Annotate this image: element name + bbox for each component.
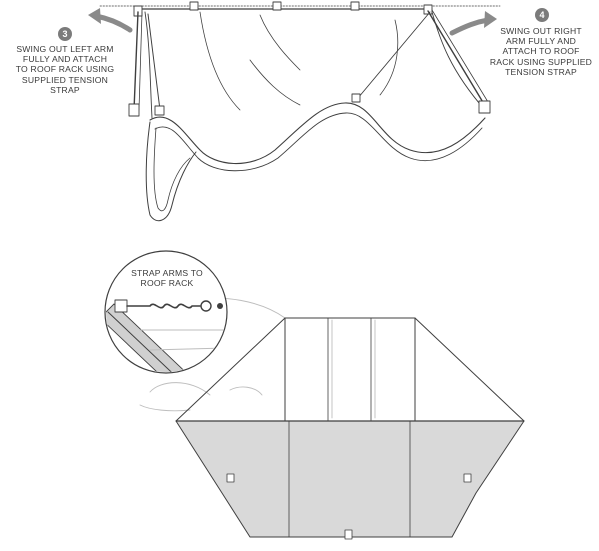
mount-bracket xyxy=(350,1,360,11)
arm-clamp xyxy=(351,93,361,103)
detail-rack-edge xyxy=(139,329,226,351)
detail-strap-hook xyxy=(200,300,212,312)
tent-peg xyxy=(226,473,235,483)
left-arm xyxy=(133,11,139,111)
callout-line: STRAP ARMS TO xyxy=(131,268,203,278)
tent-peg xyxy=(463,473,472,483)
detail-arm xyxy=(107,311,187,372)
step-3-line: SWING OUT LEFT ARM xyxy=(16,44,114,54)
mount-bracket xyxy=(423,4,433,15)
hanging-fold-left xyxy=(145,121,197,222)
right-arm-inner xyxy=(431,9,489,103)
hanging-fold-left-inner xyxy=(153,127,191,212)
step-3-line: FULLY AND ATTACH xyxy=(22,54,108,65)
left-arm-inner xyxy=(138,11,143,111)
detail-rack-bolt xyxy=(217,303,223,309)
detail-roof-rail xyxy=(106,303,197,372)
step-4-line: SWING OUT RIGHT xyxy=(500,26,582,36)
strap-line-left xyxy=(175,317,286,422)
callout-line: ROOF RACK xyxy=(140,278,194,289)
top-awning-illustration xyxy=(88,1,501,222)
swing-arrow-left xyxy=(93,13,133,33)
fabric-crease xyxy=(199,11,399,111)
swing-arrow-right xyxy=(449,17,491,36)
arm-clamp xyxy=(478,100,491,114)
mount-bracket xyxy=(272,1,282,11)
canopy-outer-edge xyxy=(149,102,486,165)
canopy-inner-fold xyxy=(154,112,483,172)
step-3-line: STRAP xyxy=(50,84,80,95)
arm-clamp xyxy=(128,103,140,117)
step-4-line: ATTACH TO ROOF xyxy=(502,46,580,57)
left-arm-leg xyxy=(147,13,161,111)
right-arm-strut xyxy=(357,11,431,99)
step-3-line: TO ROOF RACK USING xyxy=(15,64,115,75)
mount-bracket xyxy=(189,1,199,11)
step-4-line: ARM FULLY AND xyxy=(505,36,577,47)
canopy-fabric xyxy=(144,11,486,119)
step-3-line: SUPPLIED TENSION xyxy=(21,74,109,85)
tent-peg xyxy=(344,529,353,540)
arm-clamp xyxy=(154,105,165,116)
swing-arrow-right-head xyxy=(484,11,497,28)
step-4-badge: 4 xyxy=(535,8,549,22)
step-3-badge: 3 xyxy=(58,27,72,41)
detail-clip xyxy=(114,299,128,313)
step-3-instruction: SWING OUT LEFT ARM FULLY AND ATTACH TO R… xyxy=(6,44,124,95)
right-arm xyxy=(427,10,485,105)
step-4-line: TENSION STRAP xyxy=(505,66,577,77)
step-4-instruction: SWING OUT RIGHT ARM FULLY AND ATTACH TO … xyxy=(487,26,595,77)
vehicle-outline xyxy=(139,297,286,412)
strap-line-right xyxy=(414,317,525,422)
step-4-line: RACK USING SUPPLIED xyxy=(489,56,593,67)
detail-tension-strap xyxy=(126,303,201,309)
swing-arrow-left-head xyxy=(88,8,101,24)
detail-callout-label: STRAP ARMS TO ROOF RACK xyxy=(118,268,216,289)
canopy-top-panel xyxy=(284,317,416,422)
bottom-awning-illustration xyxy=(104,250,525,540)
